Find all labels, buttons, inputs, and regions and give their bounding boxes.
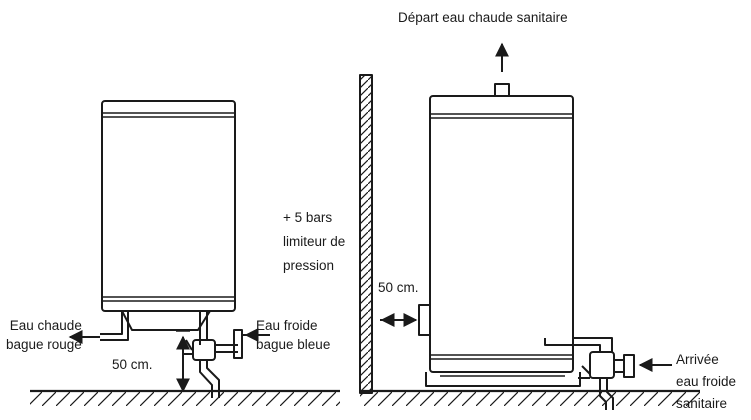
label-limiteur-line-1: + 5 bars (283, 210, 333, 225)
label-arrivee-line-1: Arrivée (676, 352, 719, 367)
label-distance-left: 50 cm. (112, 357, 153, 372)
label-arrivee-eau-froide: Arrivée eau froide sanitaire (676, 349, 736, 415)
right-side-connector (380, 304, 431, 336)
left-hot-water-pipe (68, 311, 129, 344)
label-depart-eau-chaude: Départ eau chaude sanitaire (398, 10, 568, 25)
label-eau-chaude-line-1: Eau chaude (9, 318, 82, 333)
left-cold-water-group (184, 311, 270, 398)
label-eau-froide-line-2: bague bleue (256, 337, 331, 352)
label-eau-froide-line-1: Eau froide (256, 318, 318, 333)
wall-section (359, 74, 373, 394)
right-floor (360, 389, 700, 406)
right-water-heater (425, 83, 581, 387)
label-limiteur-pression: + 5 bars limiteur de pression (283, 206, 345, 278)
label-arrivee-line-3: sanitaire (676, 396, 728, 411)
label-eau-froide: Eau froide bague bleue (256, 316, 330, 354)
left-distance-arrow (176, 330, 190, 393)
label-limiteur-line-3: pression (283, 258, 335, 273)
label-eau-chaude-line-2: bague rouge (6, 337, 82, 352)
label-limiteur-line-2: limiteur de (283, 234, 346, 249)
left-water-heater (101, 100, 236, 331)
label-eau-chaude: Eau chaude bague rouge (6, 316, 82, 354)
left-floor (30, 389, 340, 406)
label-arrivee-line-2: eau froide (676, 374, 737, 389)
label-distance-right: 50 cm. (378, 280, 419, 295)
